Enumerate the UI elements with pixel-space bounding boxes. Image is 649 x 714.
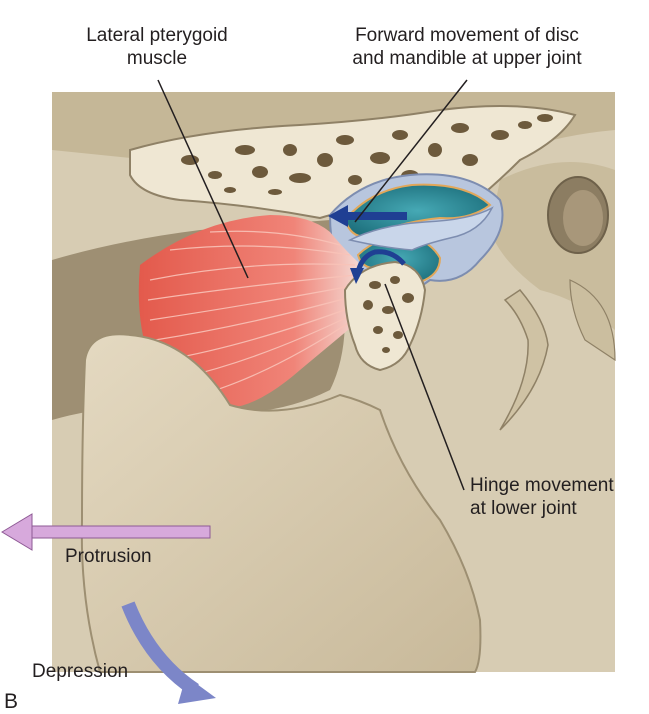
mandible-ramus <box>80 333 482 673</box>
leader-line-hinge-movement <box>384 283 465 491</box>
cancellous-bone-pattern <box>181 114 553 195</box>
forward-movement-label: Forward movement of disc and mandible at… <box>322 24 612 70</box>
lateral-pterygoid-label: Lateral pterygoid muscle <box>52 24 262 70</box>
leader-line-forward-movement <box>354 79 468 223</box>
hinge-movement-label-line-2: at lower joint <box>470 498 577 519</box>
forward-movement-arrow <box>328 205 407 227</box>
hinge-movement-label-line-1: Hinge movement <box>470 475 614 496</box>
leader-line-lateral-pterygoid <box>157 79 249 279</box>
protrusion-arrow <box>1 513 211 551</box>
forward-movement-label-line-1: Forward movement of disc <box>355 25 579 46</box>
lateral-pterygoid-muscle <box>138 215 360 408</box>
condyle-cancellous <box>363 276 414 353</box>
hinge-movement-label: Hinge movement at lower joint <box>470 474 614 520</box>
figure-letter: B <box>4 690 19 713</box>
articular-disc <box>347 206 494 251</box>
mastoid-process <box>569 279 616 362</box>
depression-arrow <box>121 601 216 704</box>
lateral-pterygoid-label-line-1: Lateral pterygoid <box>86 25 228 46</box>
forward-movement-label-line-2: and mandible at upper joint <box>352 48 582 69</box>
ear-canal-inner <box>563 190 603 246</box>
condylar-neck <box>343 260 427 372</box>
hinge-movement-arrow <box>350 249 406 284</box>
protrusion-label: Protrusion <box>65 546 152 567</box>
styloid-process <box>499 289 549 431</box>
lateral-pterygoid-label-line-2: muscle <box>126 48 188 69</box>
depression-label: Depression <box>32 661 129 682</box>
